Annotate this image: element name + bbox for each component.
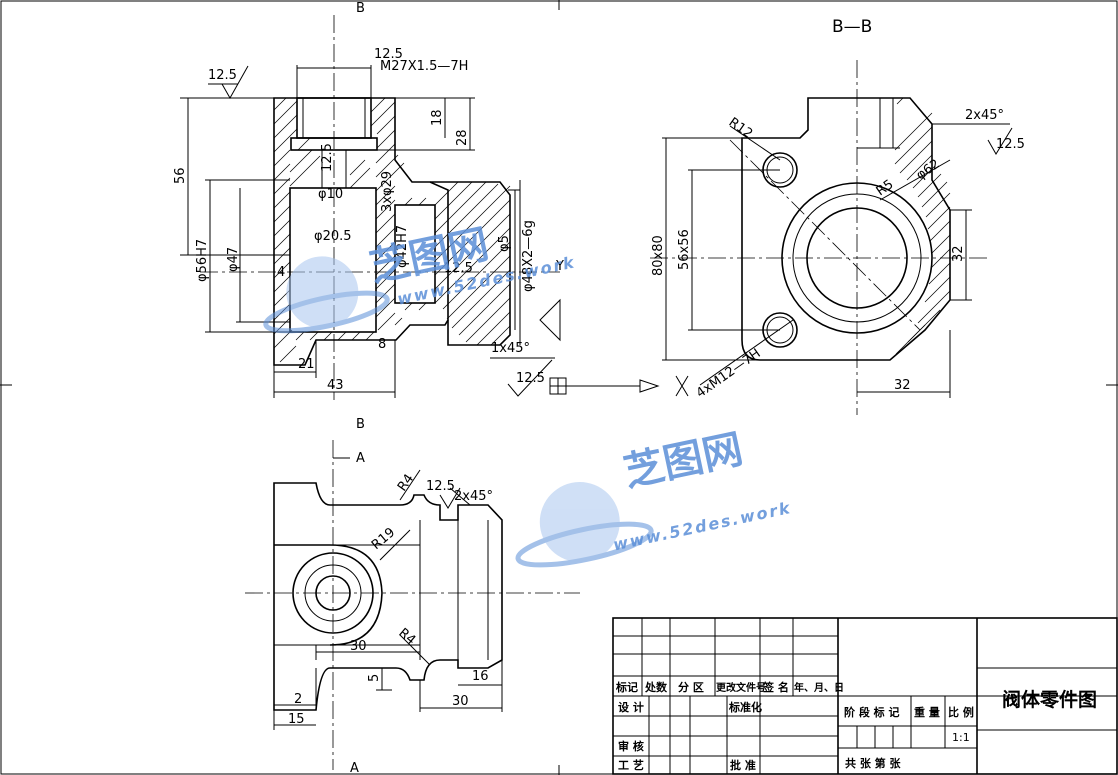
front-undercut bbox=[290, 137, 378, 151]
front-view: B bbox=[173, 1, 660, 400]
front-chamfer: 1x45° bbox=[491, 341, 530, 356]
tb-process: 工 艺 bbox=[618, 758, 644, 772]
top-rough: 12.5 bbox=[426, 479, 455, 494]
tb-col-count: 处数 bbox=[644, 680, 668, 694]
front-rough-top: 12.5 bbox=[374, 47, 403, 62]
tb-col-sign: 签 名 bbox=[762, 680, 789, 694]
roughness-symbol-left bbox=[221, 65, 249, 100]
front-phi47: φ47 bbox=[226, 247, 241, 272]
front-thread-top: M27X1.5—7H bbox=[380, 59, 468, 74]
roughness-symbol-bottom bbox=[507, 359, 553, 397]
front-phi20: φ20.5 bbox=[314, 229, 352, 244]
front-d21: 21 bbox=[298, 357, 315, 372]
section-32-v: 32 bbox=[951, 245, 966, 262]
tb-design: 设 计 bbox=[618, 700, 644, 714]
front-hatching bbox=[273, 97, 511, 363]
front-inner-cavity bbox=[289, 187, 377, 333]
arrow-a-top: A bbox=[356, 451, 365, 466]
top-body-outline bbox=[273, 482, 503, 711]
section-centerline-diag bbox=[729, 139, 921, 331]
cut-arrow-y bbox=[539, 298, 561, 342]
section-phi62: φ62 bbox=[914, 157, 943, 184]
front-d4: 4 bbox=[277, 265, 285, 280]
section-mark-b-top: B bbox=[356, 1, 365, 16]
top-d30-top: 30 bbox=[350, 639, 367, 654]
front-right-boss bbox=[430, 181, 511, 346]
front-rough-left: 12.5 bbox=[208, 68, 237, 83]
tb-approve: 批 准 bbox=[730, 758, 756, 772]
tb-review: 审 核 bbox=[618, 739, 644, 753]
front-rough-mid: 12.5 bbox=[444, 261, 473, 276]
top-inner-circle bbox=[315, 575, 351, 611]
section-view-bb: B—B bbox=[650, 17, 1025, 415]
section-flange-circle bbox=[781, 182, 933, 334]
section-56x56: 56x56 bbox=[677, 229, 692, 270]
top-roughness-symbol bbox=[439, 487, 461, 509]
tb-col-change-doc: 更改文件号 bbox=[716, 681, 766, 694]
top-outer-circle bbox=[292, 552, 374, 634]
watermark-globe-icon-2 bbox=[515, 482, 654, 568]
top-d30-bottom: 30 bbox=[452, 694, 469, 709]
tb-col-mark: 标记 bbox=[615, 680, 638, 694]
section-mark-b-bottom: B bbox=[356, 417, 365, 432]
tb-part-name: 阀体零件图 bbox=[1002, 688, 1097, 711]
front-body-outline bbox=[273, 97, 449, 366]
front-phi5: φ5 bbox=[497, 235, 512, 252]
top-d5: 5 bbox=[367, 674, 382, 682]
origin-arrow-x bbox=[639, 379, 660, 393]
tb-col-date: 年、月、日 bbox=[794, 681, 844, 694]
section-outer-ring bbox=[792, 193, 922, 323]
front-d18: 18 bbox=[430, 109, 445, 126]
section-thread-4x: 4xM12—7H bbox=[694, 346, 764, 401]
top-dimension-lines bbox=[273, 469, 503, 730]
section-title: B—B bbox=[832, 17, 872, 37]
top-d2: 2 bbox=[294, 692, 302, 707]
top-view: B A A R4 12.5 2x45° R19 R4 bbox=[245, 417, 580, 775]
section-rough: 12.5 bbox=[996, 137, 1025, 152]
front-3xphi29: 3xφ29 bbox=[380, 171, 395, 212]
top-d15: 15 bbox=[288, 712, 305, 727]
front-phi56: φ56H7 bbox=[195, 239, 210, 282]
section-hatching bbox=[894, 97, 951, 355]
tb-sheets: 共 张 第 张 bbox=[845, 756, 901, 770]
section-chamfer: 2x45° bbox=[965, 108, 1004, 123]
section-32-h: 32 bbox=[894, 378, 911, 393]
section-roughness-symbol bbox=[987, 127, 1013, 155]
tb-stage-mark: 阶 段 标 记 bbox=[844, 705, 900, 719]
tb-standardize: 标准化 bbox=[728, 700, 762, 714]
watermark-globe-icon bbox=[263, 256, 390, 334]
front-phi42: φ42H7 bbox=[395, 225, 410, 268]
tb-scale-label: 比 例 bbox=[948, 705, 974, 719]
front-d43: 43 bbox=[327, 378, 344, 393]
top-r19-arc bbox=[274, 544, 383, 646]
section-inner-bore bbox=[806, 207, 908, 309]
front-side-bore bbox=[394, 204, 436, 304]
front-dimension-lines bbox=[180, 65, 521, 398]
front-rough-bottom: 12.5 bbox=[516, 371, 545, 386]
title-block: 标记 处数 分 区 更改文件号 签 名 年、月、日 设 计 标准化 审 核 工 … bbox=[612, 617, 1118, 775]
top-d16: 16 bbox=[472, 669, 489, 684]
top-mid-circle bbox=[304, 564, 362, 622]
section-dimension-lines bbox=[662, 123, 1010, 398]
front-thread-48: φ48X2—6g bbox=[521, 220, 536, 292]
front-d56: 56 bbox=[173, 167, 188, 184]
front-d28: 28 bbox=[455, 129, 470, 146]
top-chamfer: 2x45° bbox=[454, 489, 493, 504]
tb-col-zone: 分 区 bbox=[678, 680, 704, 694]
section-r5: R5 bbox=[874, 177, 897, 199]
watermark-cn-2: 芝图网 bbox=[620, 426, 747, 496]
section-80x80: 80x80 bbox=[651, 235, 666, 276]
top-r19: R19 bbox=[369, 525, 398, 553]
front-d8: 8 bbox=[378, 337, 386, 352]
cut-label-y: Y bbox=[555, 259, 564, 274]
tb-scale-value: 1:1 bbox=[952, 731, 970, 744]
front-d12-5: 12.5 bbox=[320, 143, 335, 172]
front-phi10: φ10 bbox=[318, 187, 343, 202]
top-r4-top: R4 bbox=[395, 472, 417, 495]
watermark-2: 芝图网 www.52des.work bbox=[515, 426, 793, 568]
section-cut-x bbox=[675, 375, 689, 397]
tb-weight: 重 量 bbox=[914, 705, 940, 719]
arrow-a-bottom: A bbox=[350, 761, 359, 775]
